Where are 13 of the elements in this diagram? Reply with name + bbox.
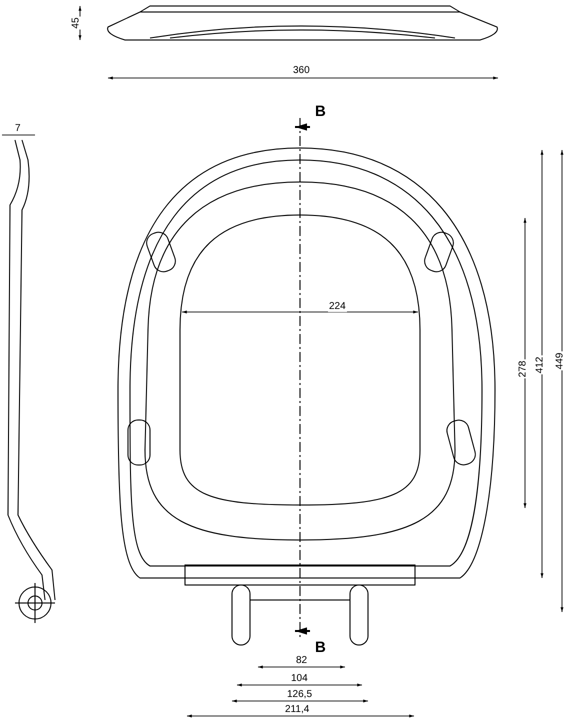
dimension-label: 45 — [72, 16, 82, 30]
dimension-label: 104 — [290, 674, 309, 684]
dimension-label: 82 — [295, 656, 308, 666]
dimension-label: 278 — [518, 360, 528, 378]
dimension-label: 7 — [14, 124, 22, 134]
dimension-label: 126,5 — [286, 690, 314, 700]
section-label: B — [314, 104, 327, 119]
section-label: B — [314, 640, 327, 655]
dimension-label: 449 — [555, 352, 566, 370]
dimension-label: 224 — [328, 302, 347, 312]
dimension-label: 360 — [292, 66, 311, 76]
dimension-label: 412 — [535, 356, 546, 374]
dimension-label: 211,4 — [284, 705, 310, 715]
